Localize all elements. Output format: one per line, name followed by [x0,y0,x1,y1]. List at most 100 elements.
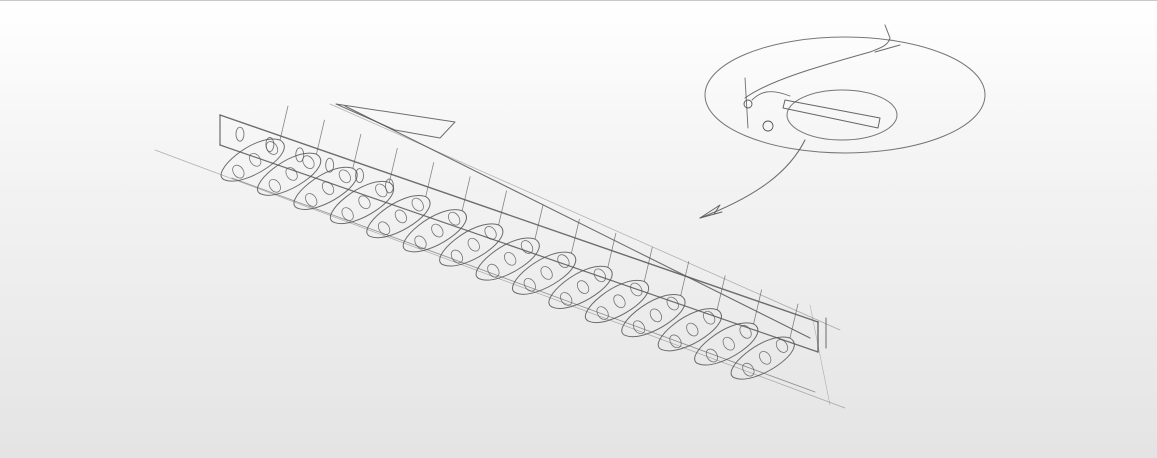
aircraft-detail-inset [704,24,986,154]
rib-hole [265,141,279,155]
rib-hole [377,221,391,236]
rib-hole [487,263,500,278]
rib-web [388,148,398,183]
rib-web [789,303,799,339]
inset-ellipse-zoom [786,89,898,141]
wing-rib [366,162,435,239]
rib-hole [232,164,245,179]
spar-hole [355,168,365,183]
rib-outline [439,223,504,267]
rib-hole [632,320,646,335]
rib-hole [576,280,590,294]
rib-web [716,275,726,311]
rib-hole [666,296,679,311]
arrow-head [699,204,723,219]
rib-hole [630,282,643,297]
rib-outline [366,195,431,239]
rib-outline [329,180,394,225]
wing-rib [512,218,580,295]
rib-hole [703,310,716,325]
rib-hole [249,153,262,167]
rib-hole [523,277,536,292]
fuselage-sketch [744,24,901,99]
rib-outline [475,237,540,281]
cowling-sketch [751,91,791,101]
guide-line-upper [329,103,841,331]
rib-outline [293,166,358,210]
rib-web [498,190,507,226]
detail-pointer-arrow [699,139,806,219]
rib-web [680,261,690,296]
rib-outline [584,279,649,324]
wing-rib [548,232,617,309]
rib-hole [450,249,464,264]
wing-spar-frame [219,103,827,393]
rib-hole [338,169,351,184]
rib-hole [557,254,570,268]
rib-hole [358,195,371,210]
rib-outline [730,336,795,380]
wing-rib [220,105,289,182]
rib-outline [621,294,686,338]
propeller-hub [743,99,753,109]
rib-hole [686,322,699,337]
arrow-shaft [699,139,806,219]
leading-spar [344,105,811,339]
wing-rib [329,148,398,225]
rib-hole [268,178,281,193]
rib-web [607,232,617,268]
rib-hole [411,197,424,212]
rib-outline [657,308,722,352]
wing-rib [293,133,362,210]
wing-rib [657,275,726,352]
rear-spar-bottom [219,144,819,353]
rib-hole [540,266,553,280]
wing-rib [621,261,690,338]
top-border [0,0,1157,1]
spar-hole [265,137,275,152]
rib-hole [613,294,626,309]
rib-web [279,105,289,141]
rib-web [534,204,544,240]
rib-hole [504,252,517,266]
guide-line-lower [154,149,846,409]
rib-outline [548,265,613,309]
rib-hole [394,209,408,224]
rib-hole [321,181,335,195]
wing-rib [257,119,325,196]
guide-line-tip [809,304,831,406]
front-edge-line [231,177,816,393]
wing-rib [475,204,544,281]
root-fillet [335,103,456,139]
rib-hole [341,207,354,221]
rib-hole [722,336,735,351]
rib-hole [596,306,609,320]
rib-hole [759,351,772,365]
rib-web [461,176,471,212]
rib-hole [448,211,461,226]
rib-web [316,119,325,155]
rib-hole [414,235,427,250]
wing-rib [694,289,762,366]
rib-web [643,247,653,282]
inset-ellipse-outer [704,36,986,154]
rib-web [425,162,435,197]
rib-hole [593,268,606,283]
rib-hole [431,223,444,238]
rear-spar-top [219,114,819,323]
rib-hole [520,240,534,254]
rib-hole [375,183,388,198]
spar-hole [295,147,305,163]
spar-hole [385,178,394,194]
shaded-wing-detail [782,99,881,129]
rib-hole [705,348,719,363]
rib-hole [775,339,789,353]
rib-hole [467,237,480,252]
rib-hole [560,292,573,306]
wing-ribs [220,105,799,380]
rib-web [753,289,762,325]
spar-hole [325,157,335,173]
wing-rib [402,176,471,253]
